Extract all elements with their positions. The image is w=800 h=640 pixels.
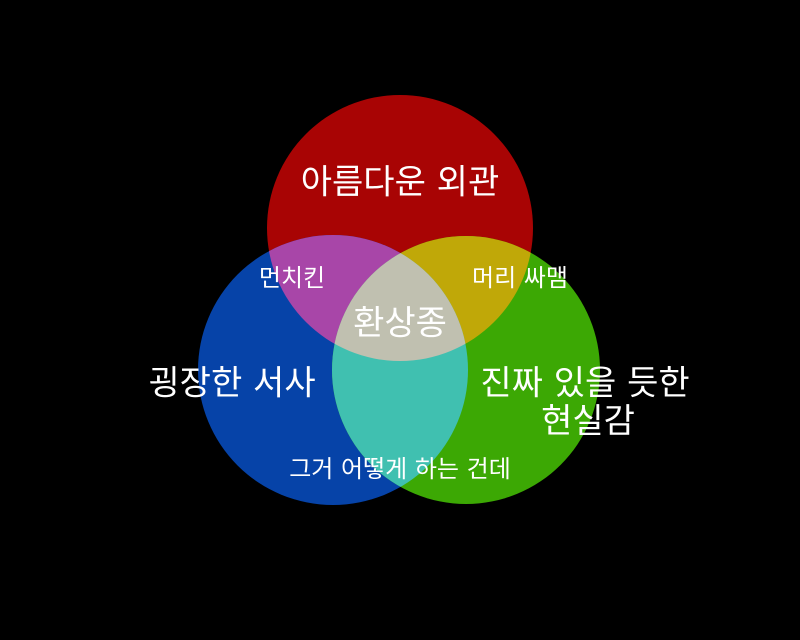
label-blue: 굉장한 서사	[148, 364, 315, 404]
label-green-line1: 진짜 있을 듯한	[480, 364, 689, 404]
label-red-blue: 먼치킨	[259, 264, 325, 292]
label-red-green: 머리 싸맴	[472, 264, 568, 292]
label-green-line2: 현실감	[541, 402, 635, 442]
overlap-all	[332, 236, 468, 361]
label-blue-green: 그거 어떻게 하는 건데	[289, 455, 511, 483]
label-red: 아름다운 외관	[301, 163, 500, 203]
label-all: 환상종	[353, 304, 447, 344]
